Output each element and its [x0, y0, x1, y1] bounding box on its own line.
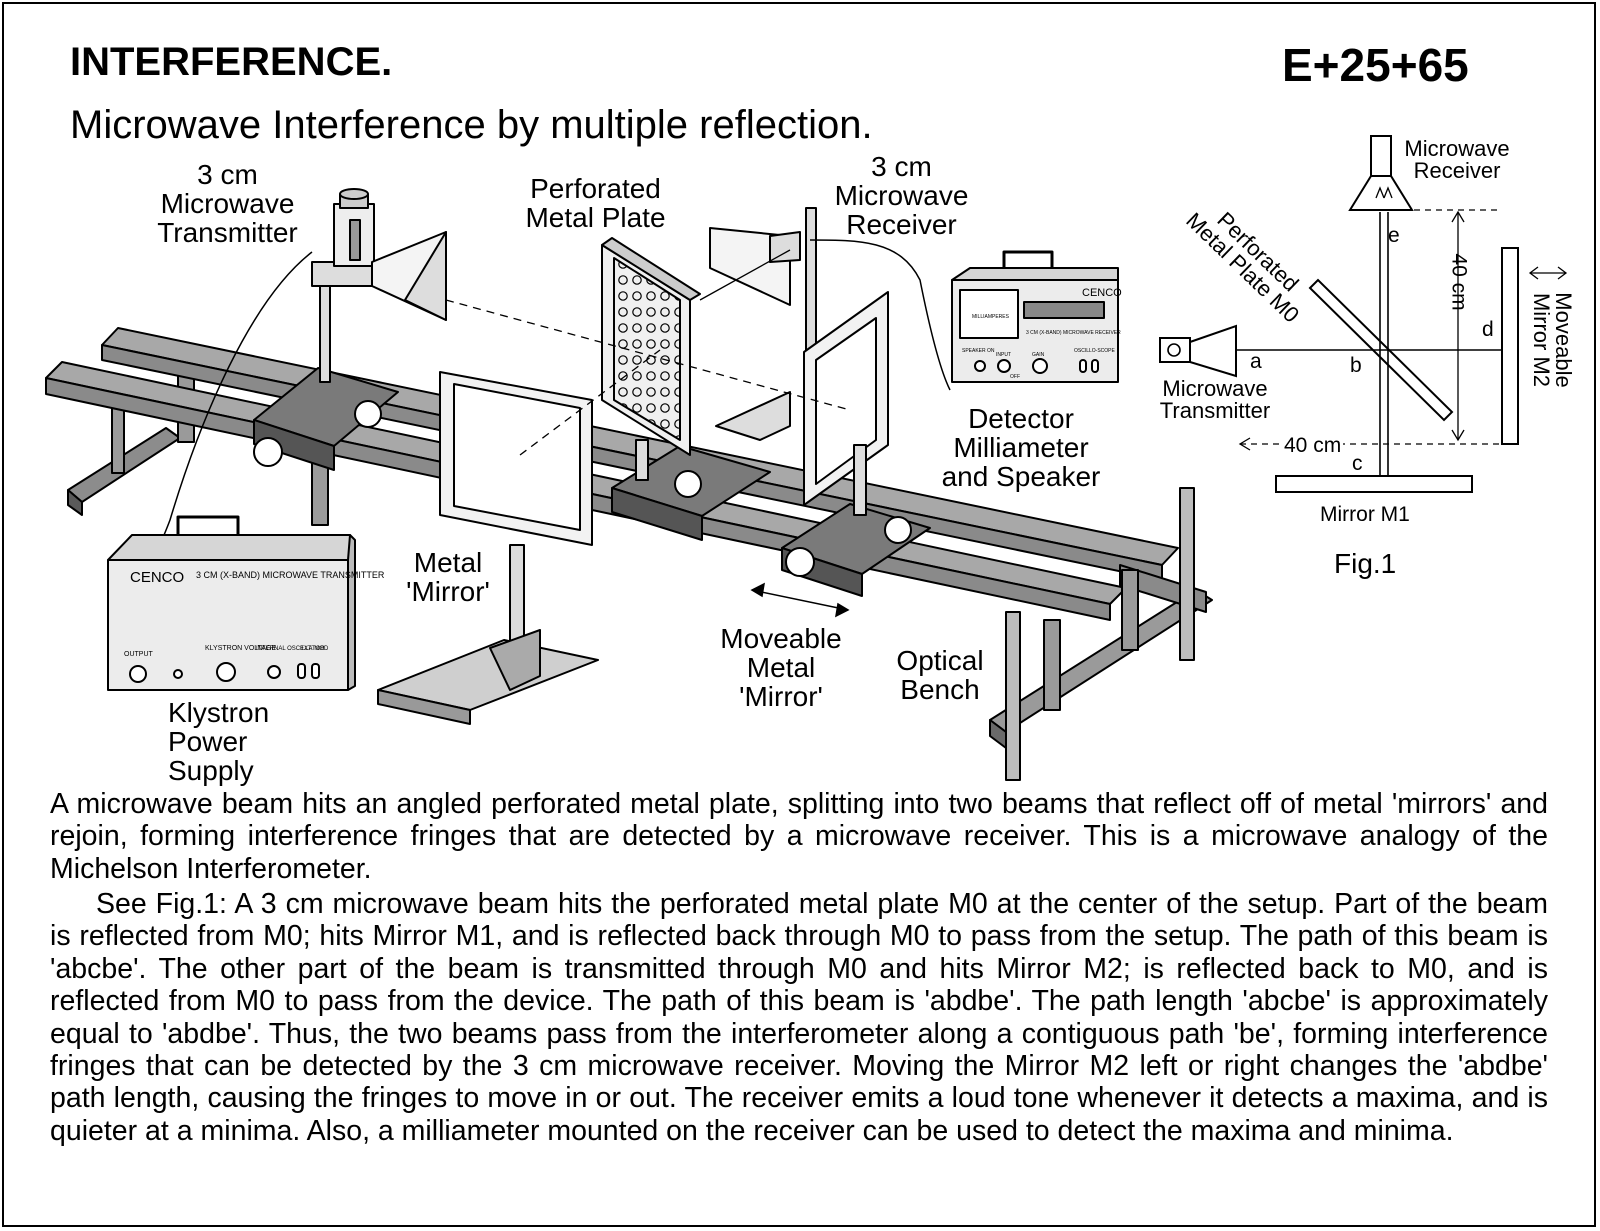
fig1-point-d: d	[1482, 318, 1494, 341]
label-transmitter-line1: 3 cm	[197, 159, 258, 190]
metal-mirror	[377, 371, 599, 725]
fig1-transmitter-line1: Microwave	[1162, 376, 1268, 401]
carriers	[253, 367, 931, 597]
detector-meter: MILLIAMPERES	[972, 314, 1010, 320]
label-receiver-line1: 3 cm	[871, 151, 932, 182]
label-transmitter: 3 cm Microwave Transmitter	[140, 160, 315, 247]
label-receiver-line2: Microwave	[834, 180, 969, 211]
fig1-receiver-label: Microwave Receiver	[1392, 138, 1522, 182]
fig1-mirror-m1-label: Mirror M1	[1320, 503, 1410, 526]
page-subtitle: Microwave Interference by multiple refle…	[70, 103, 873, 147]
fig1-dimension-lines	[1240, 209, 1500, 445]
paragraph-explanation: See Fig.1: A 3 cm microwave beam hits th…	[50, 888, 1548, 1147]
beam-lines	[445, 249, 851, 456]
label-mirror-line1: Metal	[413, 547, 483, 578]
paragraph-intro: A microwave beam hits an angled perforat…	[50, 788, 1548, 885]
fig1-caption: Fig.1	[1334, 548, 1397, 579]
receiver-assembly	[709, 207, 817, 441]
fig1-mirror-m2-label: Moveable Mirror M2	[1529, 270, 1576, 410]
fig1-receiver-line1: Microwave	[1404, 136, 1510, 161]
label-detector-line2: Milliameter	[953, 432, 1089, 463]
fig1-schematic	[1159, 135, 1519, 493]
label-receiver-line3: Receiver	[846, 209, 957, 240]
label-klystron: Klystron Power Supply	[168, 698, 269, 785]
label-bench-line1: Optical	[896, 645, 984, 676]
perforated-plate	[601, 237, 701, 481]
klystron-extmod: EXT. MOD	[300, 646, 329, 652]
detector-off: OFF	[1010, 374, 1020, 380]
label-bench-line2: Bench	[900, 674, 980, 705]
fig1-dist-horizontal: 40 cm	[1282, 434, 1344, 458]
fig1-m2-line2: Mirror M2	[1529, 292, 1554, 388]
detector-speaker: SPEAKER ON	[962, 348, 995, 354]
label-moveable-line2: Metal	[746, 652, 816, 683]
label-transmitter-line2: Microwave	[160, 188, 295, 219]
label-klystron-line2: Power	[168, 726, 248, 757]
klystron-box	[107, 515, 356, 691]
detector-name: 3 CM (X-BAND) MICROWAVE RECEIVER	[1026, 330, 1121, 336]
label-mirror-line2: 'Mirror'	[406, 576, 490, 607]
fig1-transmitter-line2: Transmitter	[1159, 398, 1271, 423]
move-arrow	[750, 582, 850, 618]
label-detector-line1: Detector	[968, 403, 1074, 434]
label-detector-line3: and Speaker	[941, 461, 1101, 492]
detector-scope: OSCILLO-SCOPE	[1074, 348, 1116, 354]
page-title: INTERFERENCE.	[70, 40, 393, 84]
klystron-brand: CENCO	[130, 569, 184, 586]
label-receiver: 3 cm Microwave Receiver	[814, 152, 989, 239]
fig1-dist-vertical: 40 cm	[1447, 253, 1471, 311]
label-optical-bench: Optical Bench	[880, 646, 1000, 704]
detector-gain: GAIN	[1032, 352, 1045, 358]
klystron-voltage: KLYSTRON VOLTAGE	[205, 645, 277, 652]
klystron-output: OUTPUT	[124, 651, 154, 658]
fig1-arrows	[1238, 186, 1568, 451]
label-klystron-line1: Klystron	[168, 697, 270, 728]
fig1-receiver-line2: Receiver	[1413, 158, 1501, 183]
label-metal-mirror: Metal 'Mirror'	[388, 548, 508, 606]
fig1-point-e: e	[1388, 224, 1400, 247]
klystron-name: 3 CM (X-BAND) MICROWAVE TRANSMITTER	[196, 570, 385, 580]
fig1-point-a: a	[1250, 350, 1262, 373]
label-perforated-plate: Perforated Metal Plate	[508, 174, 683, 232]
detector-box	[951, 250, 1119, 383]
klystron-oscillator: INTERNAL OSCILLATOR	[256, 646, 325, 652]
label-klystron-line3: Supply	[168, 755, 254, 786]
fig1-point-c: c	[1352, 452, 1363, 475]
label-plate-line1: Perforated	[530, 173, 661, 204]
label-transmitter-line3: Transmitter	[157, 217, 298, 248]
detector-input: INPUT	[996, 352, 1011, 358]
transmitter-assembly	[311, 188, 447, 383]
label-moveable-mirror: Moveable Metal 'Mirror'	[706, 624, 856, 711]
label-moveable-line1: Moveable	[720, 623, 842, 654]
experiment-code: E+25+65	[1282, 39, 1469, 91]
moveable-mirror	[803, 291, 889, 516]
label-detector: Detector Milliameter and Speaker	[928, 404, 1114, 491]
detector-brand: CENCO	[1082, 287, 1122, 299]
fig1-m2-line1: Moveable	[1551, 292, 1576, 388]
fig1-point-b: b	[1350, 354, 1362, 377]
label-moveable-line3: 'Mirror'	[739, 681, 823, 712]
label-plate-line2: Metal Plate	[525, 202, 666, 233]
fig1-transmitter-label: Microwave Transmitter	[1150, 378, 1280, 422]
